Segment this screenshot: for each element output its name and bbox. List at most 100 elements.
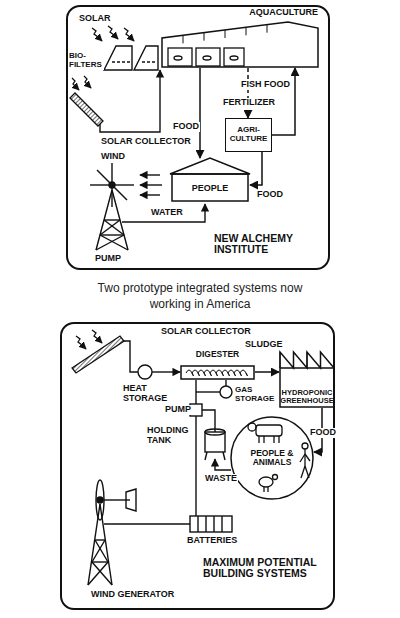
pipe — [124, 341, 138, 372]
node-outline — [170, 158, 250, 174]
animals-figures — [273, 475, 278, 480]
people-house: PEOPLE — [170, 158, 250, 202]
storage-tanks — [205, 429, 225, 435]
part-label: SOLAR COLLECTOR — [160, 327, 252, 337]
node-outline — [280, 368, 334, 407]
part-label: BIO- FILTERS — [68, 52, 104, 70]
flow-label: FOOD — [309, 428, 337, 438]
wind-pump — [104, 220, 124, 235]
wind-generator — [88, 480, 136, 585]
wind-generator — [95, 539, 105, 540]
node-outline — [320, 352, 321, 368]
fish-tanks — [168, 48, 192, 66]
wind-pump — [90, 163, 162, 250]
bio-filter-tanks — [134, 46, 158, 70]
wind-generator — [96, 480, 104, 520]
storage-tanks — [138, 365, 152, 379]
wind-generator — [97, 497, 103, 503]
animals-figures — [258, 436, 259, 443]
wind-generator — [92, 540, 105, 562]
node-text: DIGESTER — [196, 350, 239, 359]
part-label: GAS STORAGE — [234, 386, 278, 404]
people-animals-circle: PEOPLE & ANIMALS — [230, 416, 314, 500]
animals-figures — [267, 487, 268, 492]
node-outline — [280, 352, 334, 368]
batteries — [190, 516, 232, 532]
storage-tanks — [220, 386, 232, 398]
fish-tanks — [168, 48, 244, 66]
solar-collector — [72, 336, 124, 373]
animals-figures — [302, 443, 308, 449]
node-outline — [172, 174, 248, 201]
batteries — [221, 516, 222, 532]
part-label: WIND GENERATOR — [90, 590, 175, 600]
pipe — [195, 380, 196, 404]
node-text: PEOPLE & ANIMALS — [244, 449, 300, 468]
wind-pump — [140, 184, 162, 185]
flow-label: SLUDGE — [244, 340, 284, 350]
fish-tanks — [224, 48, 244, 66]
fish-tanks — [230, 56, 238, 60]
aquaculture-greenhouse: AQUACULTURE — [160, 8, 320, 68]
node-outline — [225, 30, 226, 38]
animals-figures — [263, 487, 264, 492]
node-outline — [181, 366, 254, 379]
animals-figures — [305, 454, 310, 461]
wind-pump — [140, 174, 160, 175]
node-outline — [183, 35, 184, 43]
flow-label: FERTILIZER — [222, 98, 276, 108]
batteries — [197, 516, 198, 532]
solar-rays — [72, 26, 134, 349]
flow-label: FOOD — [256, 190, 284, 200]
pipe — [104, 523, 190, 524]
wind-generator — [126, 489, 136, 511]
pipe — [152, 371, 180, 372]
node-outline — [293, 352, 294, 368]
batteries — [213, 516, 214, 532]
part-label: WIND — [100, 152, 126, 162]
solar-rays — [92, 330, 102, 343]
storage-tanks — [223, 452, 225, 460]
solar-collector — [70, 93, 124, 373]
wind-generator — [88, 562, 108, 585]
flow-arrow — [247, 68, 249, 118]
wind-generator — [95, 540, 108, 562]
node-text: PEOPLE — [192, 184, 229, 194]
part-label: HOLDING TANK — [146, 426, 194, 446]
solar-rays — [84, 76, 91, 88]
wind-pump — [100, 220, 120, 235]
solar-rays — [124, 28, 134, 41]
fish-tanks — [203, 56, 211, 60]
animals-figures — [301, 466, 305, 478]
node-outline — [267, 25, 268, 33]
node-text: HYDROPONIC GREENHOUSE — [280, 389, 334, 406]
wind-pump — [109, 182, 115, 188]
batteries — [190, 516, 232, 532]
batteries — [205, 516, 206, 532]
solar-rays — [72, 78, 79, 90]
digester-tank: DIGESTER — [180, 350, 255, 380]
flow-label: FISH FOOD — [240, 80, 291, 90]
node-outline — [280, 352, 281, 368]
part-label: SOLAR COLLECTOR — [100, 137, 192, 147]
part-label: PUMP — [94, 254, 122, 264]
node-outline — [204, 33, 205, 41]
flow-arrow — [255, 371, 279, 373]
wind-pump — [104, 219, 120, 220]
animals-figures — [259, 477, 273, 487]
node-text: NEW ALCHEMY INSTITUTE — [214, 233, 314, 256]
node-outline — [307, 352, 308, 368]
bio-filter-tanks — [104, 46, 158, 70]
part-label: WASTE — [204, 474, 238, 484]
animals-figures — [256, 425, 282, 436]
system-panel: MAXIMUM POTENTIAL BUILDING SYSTEMSDIGEST… — [60, 322, 335, 610]
pipe — [196, 391, 220, 392]
part-label: BATTERIES — [186, 536, 238, 546]
wind-pump — [96, 235, 124, 250]
animals-figures — [300, 454, 305, 462]
solar-rays — [92, 28, 102, 41]
node-outline — [246, 27, 247, 35]
hydroponic-greenhouse: HYDROPONIC GREENHOUSE — [279, 346, 335, 408]
